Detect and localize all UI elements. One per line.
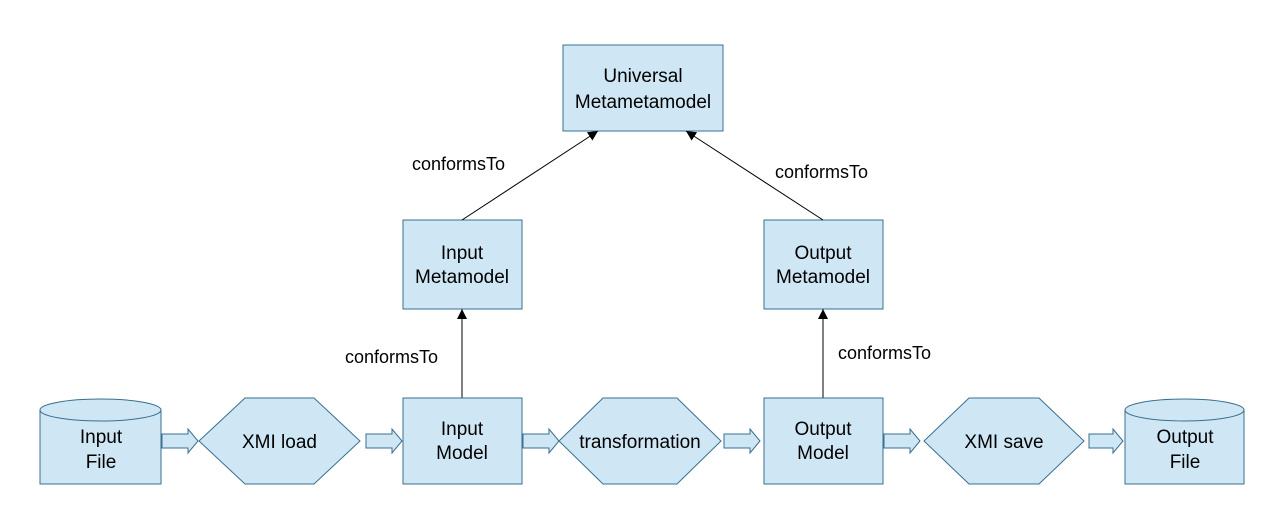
- output-model-label-line2: Model: [797, 443, 849, 464]
- output-metamodel-conforms-label: conformsTo: [775, 162, 868, 182]
- input-file-label-line2: File: [86, 452, 117, 473]
- universal-metametamodel-label-line2: Metametamodel: [575, 92, 711, 113]
- flow-arrow-output-model-to-xmi-save: [883, 427, 921, 455]
- output-file-node: Output File: [1124, 398, 1245, 485]
- output-metamodel-node: Output Metamodel: [763, 219, 884, 310]
- input-model-label-line1: Input: [441, 419, 484, 440]
- xmi-save-node: XMI save: [923, 397, 1085, 485]
- input-metamodel-conforms-edge: [461, 130, 599, 221]
- input-model-node: Input Model: [402, 397, 523, 485]
- flow-arrow-xmi-load-to-input-model: [365, 427, 403, 455]
- output-model-conforms-label: conformsTo: [838, 343, 931, 363]
- input-metamodel-label-line1: Input: [441, 243, 484, 264]
- input-file-label-line1: Input: [80, 427, 123, 448]
- xmi-load-node: XMI load: [198, 397, 361, 485]
- transformation-label: transformation: [579, 432, 700, 453]
- transformation-node: transformation: [558, 397, 722, 485]
- output-metamodel-conforms-edge: [685, 130, 824, 221]
- input-metamodel-label-line2: Metamodel: [415, 267, 509, 288]
- input-model-label-line2: Model: [436, 443, 488, 464]
- output-model-label-line1: Output: [794, 419, 852, 440]
- input-file-node: Input File: [39, 398, 162, 485]
- flow-arrow-input-file-to-xmi-load: [161, 427, 199, 455]
- output-file-label-line2: File: [1170, 452, 1201, 473]
- output-metamodel-label-line2: Metamodel: [776, 267, 870, 288]
- input-metamodel-node: Input Metamodel: [402, 219, 523, 310]
- flow-arrow-transformation-to-output-model: [723, 427, 761, 455]
- output-metamodel-label-line1: Output: [794, 243, 852, 264]
- universal-metametamodel-label-line1: Universal: [603, 66, 682, 87]
- flow-arrow-xmi-save-to-output-file: [1088, 427, 1124, 455]
- xmi-save-label: XMI save: [964, 432, 1043, 453]
- output-model-node: Output Model: [763, 397, 884, 485]
- output-file-label-line1: Output: [1156, 427, 1214, 448]
- xmi-load-label: XMI load: [242, 432, 317, 453]
- universal-metametamodel-node: Universal Metametamodel: [562, 44, 724, 132]
- flow-arrow-input-model-to-transformation: [522, 427, 560, 455]
- input-model-conforms-label: conformsTo: [345, 347, 438, 367]
- input-metamodel-conforms-label: conformsTo: [412, 154, 505, 174]
